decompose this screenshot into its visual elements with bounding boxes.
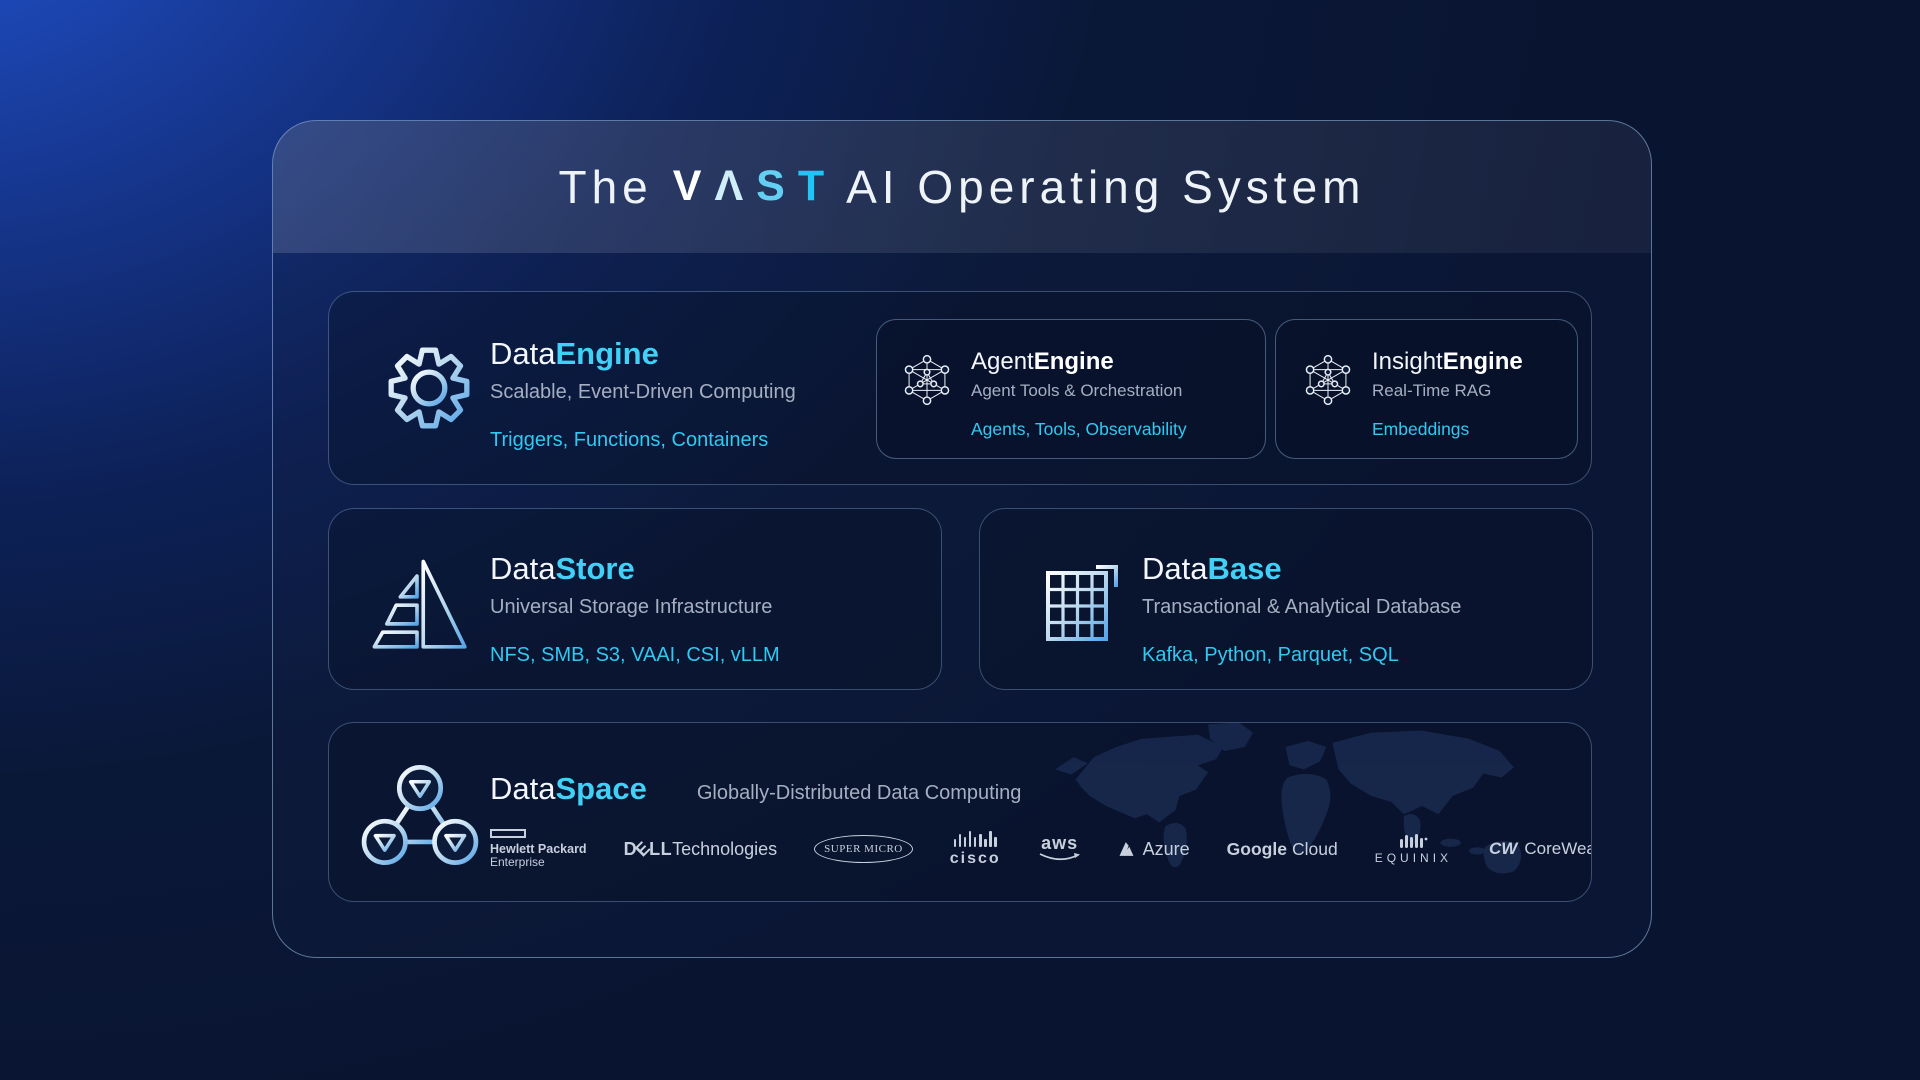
data-space-header: DataSpace Globally-Distributed Data Comp… [490,771,1021,807]
card-data-base: DataBase Transactional & Analytical Data… [979,508,1593,690]
vast-letter-v: V [672,161,704,210]
data-store-text: DataStore Universal Storage Infrastructu… [490,551,780,667]
card-data-store: DataStore Universal Storage Infrastructu… [328,508,942,690]
hpe-logo: Hewlett Packard Enterprise [490,829,587,869]
hpe-label: Hewlett Packard [490,842,587,856]
table-grid-icon [1032,551,1132,651]
gear-icon [381,340,477,436]
data-engine-title: DataEngine [490,336,659,371]
data-store-features: NFS, SMB, S3, VAAI, CSI, vLLM [490,644,780,666]
card-data-engine: DataEngine Scalable, Event-Driven Comput… [328,291,1592,485]
hpe-sublabel: Enterprise [490,855,545,869]
equinix-bars-icon [1400,834,1428,849]
hpe-rectangle-icon [490,829,526,838]
card-insight-engine: InsightEngine Real-Time RAG Embeddings [1275,319,1578,459]
supermicro-logo: SUPER MICRO [814,835,913,864]
network-icon [899,352,955,408]
data-engine-features: Triggers, Functions, Containers [490,429,769,451]
data-space-subtitle: Globally-Distributed Data Computing [696,782,1022,804]
cisco-bars-icon [953,830,997,847]
cluster-icon [357,759,483,873]
network-icon [1300,352,1356,408]
azure-triangle-icon [1119,842,1134,857]
agent-engine-text: AgentEngine Agent Tools & Orchestration … [971,348,1187,440]
main-panel: The V Λ S T AI Operating System [272,120,1652,958]
insight-engine-subtitle: Real-Time RAG [1372,381,1492,400]
agent-engine-title: AgentEngine [971,348,1114,375]
card-data-space: DataSpace Globally-Distributed Data Comp… [328,722,1592,902]
cisco-logo: cisco [950,830,1001,868]
agent-engine-features: Agents, Tools, Observability [971,419,1187,439]
vast-letter-a: Λ [714,161,746,210]
header-band [273,121,1651,253]
pyramid-icon [365,549,469,653]
insight-engine-title: InsightEngine [1372,348,1523,375]
card-agent-engine: AgentEngine Agent Tools & Orchestration … [876,319,1266,459]
page-title: The V Λ S T AI Operating System [273,121,1651,253]
data-base-features: Kafka, Python, Parquet, SQL [1142,644,1399,666]
title-suffix: AI Operating System [846,161,1366,213]
data-base-title: DataBase [1142,551,1282,586]
google-cloud-logo: Google Cloud [1226,838,1338,859]
aws-swoosh-icon [1039,853,1080,861]
agent-engine-subtitle: Agent Tools & Orchestration [971,381,1183,400]
coreweave-logo: CW CoreWeave [1489,839,1591,859]
vast-letter-s: S [756,161,787,210]
data-engine-subtitle: Scalable, Event-Driven Computing [490,381,796,403]
data-store-subtitle: Universal Storage Infrastructure [490,596,773,618]
data-store-title: DataStore [490,551,635,586]
aws-logo: aws [1038,834,1082,864]
azure-logo: Azure [1119,839,1190,860]
title-prefix: The [558,161,653,213]
data-space-title: DataSpace [490,771,647,806]
data-base-subtitle: Transactional & Analytical Database [1142,596,1462,618]
vast-logo: V Λ S T [673,162,826,211]
insight-engine-features: Embeddings [1372,419,1470,439]
equinix-logo: EQUINIX [1375,833,1452,865]
vast-letter-t: T [797,161,827,210]
data-base-text: DataBase Transactional & Analytical Data… [1142,551,1461,667]
data-engine-text: DataEngine Scalable, Event-Driven Comput… [490,336,796,452]
insight-engine-text: InsightEngine Real-Time RAG Embeddings [1372,348,1523,440]
